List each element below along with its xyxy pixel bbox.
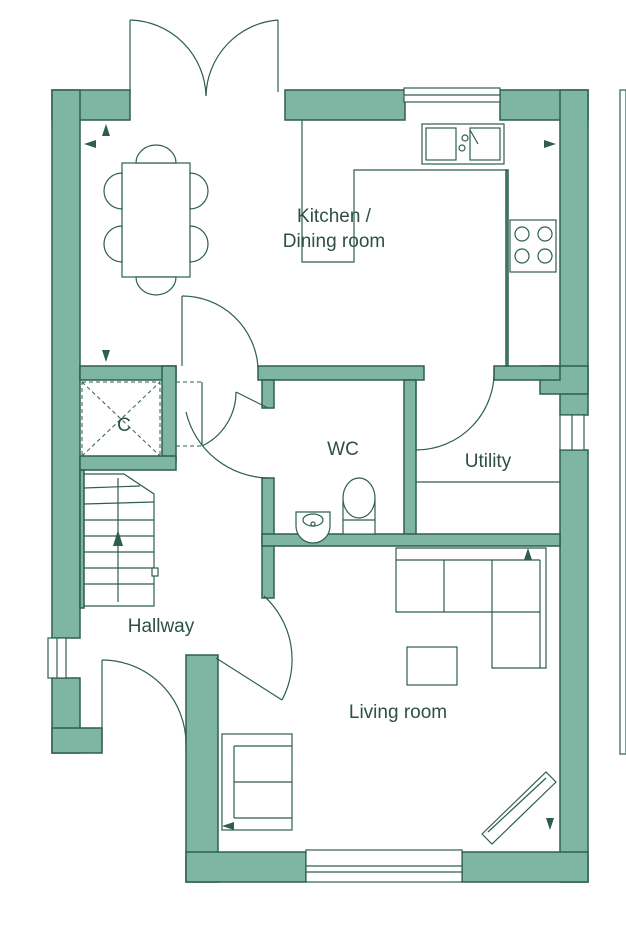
kitchen-label: Kitchen / — [297, 206, 372, 227]
hallway-label: Hallway — [128, 616, 195, 637]
wc-fixtures — [295, 477, 376, 544]
wc-label: WC — [327, 439, 359, 460]
windows — [47, 87, 626, 883]
internal-walls — [79, 169, 561, 609]
dining-table — [103, 144, 209, 296]
living-furniture — [221, 547, 557, 845]
dining-label: Dining room — [283, 231, 385, 252]
wc-door — [185, 411, 269, 479]
utility-fixtures — [415, 367, 560, 483]
cupboard — [81, 381, 269, 457]
cupboard-label: C — [117, 415, 131, 436]
living-room-label: Living room — [349, 702, 447, 723]
dimension-markers — [84, 124, 556, 830]
stairs — [83, 473, 159, 607]
outer-walls — [51, 89, 589, 883]
utility-label: Utility — [465, 451, 512, 472]
living-door — [215, 595, 293, 701]
french-doors — [129, 19, 279, 97]
kitchen-door — [181, 295, 259, 369]
front-door — [101, 659, 187, 747]
kitchen-units — [301, 120, 557, 273]
